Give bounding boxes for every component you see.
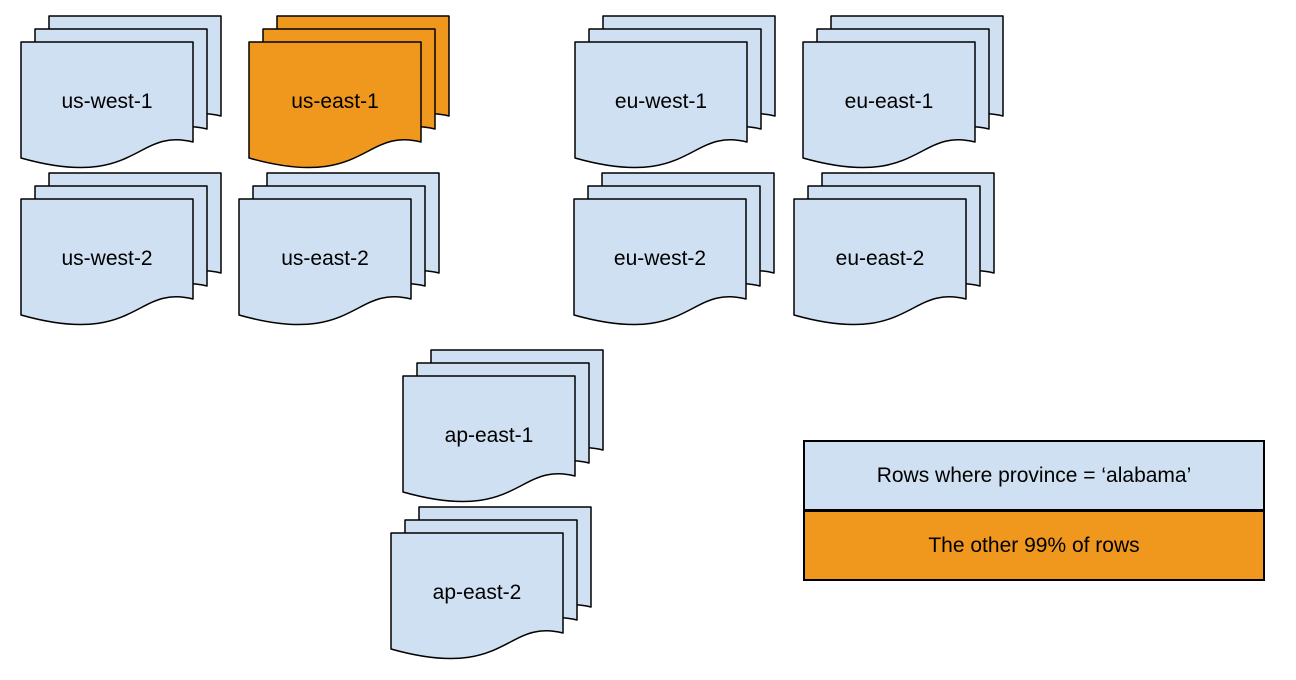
document-stack-icon [402,349,604,503]
legend: Rows where province = ‘alabama’ The othe… [803,440,1265,581]
document-stack-icon [20,15,222,169]
document-stack-icon [20,172,222,326]
document-stack-icon [390,506,592,660]
document-stack-icon [574,15,776,169]
document-stack-icon [238,172,440,326]
document-stack-icon [248,15,450,169]
region-stack-us-east-2: us-east-2 [238,172,440,330]
document-stack-icon [573,172,775,326]
region-stack-us-east-1: us-east-1 [248,15,450,173]
legend-item-alabama-rows: Rows where province = ‘alabama’ [805,442,1263,509]
region-stack-ap-east-1: ap-east-1 [402,349,604,507]
document-stack-icon [802,15,1004,169]
document-stack-icon [793,172,995,326]
region-stack-ap-east-2: ap-east-2 [390,506,592,664]
region-stack-eu-west-1: eu-west-1 [574,15,776,173]
region-stack-us-west-1: us-west-1 [20,15,222,173]
legend-item-other-rows: The other 99% of rows [805,509,1263,579]
region-stack-eu-east-1: eu-east-1 [802,15,1004,173]
region-stack-eu-east-2: eu-east-2 [793,172,995,330]
region-stack-us-west-2: us-west-2 [20,172,222,330]
region-stack-eu-west-2: eu-west-2 [573,172,775,330]
